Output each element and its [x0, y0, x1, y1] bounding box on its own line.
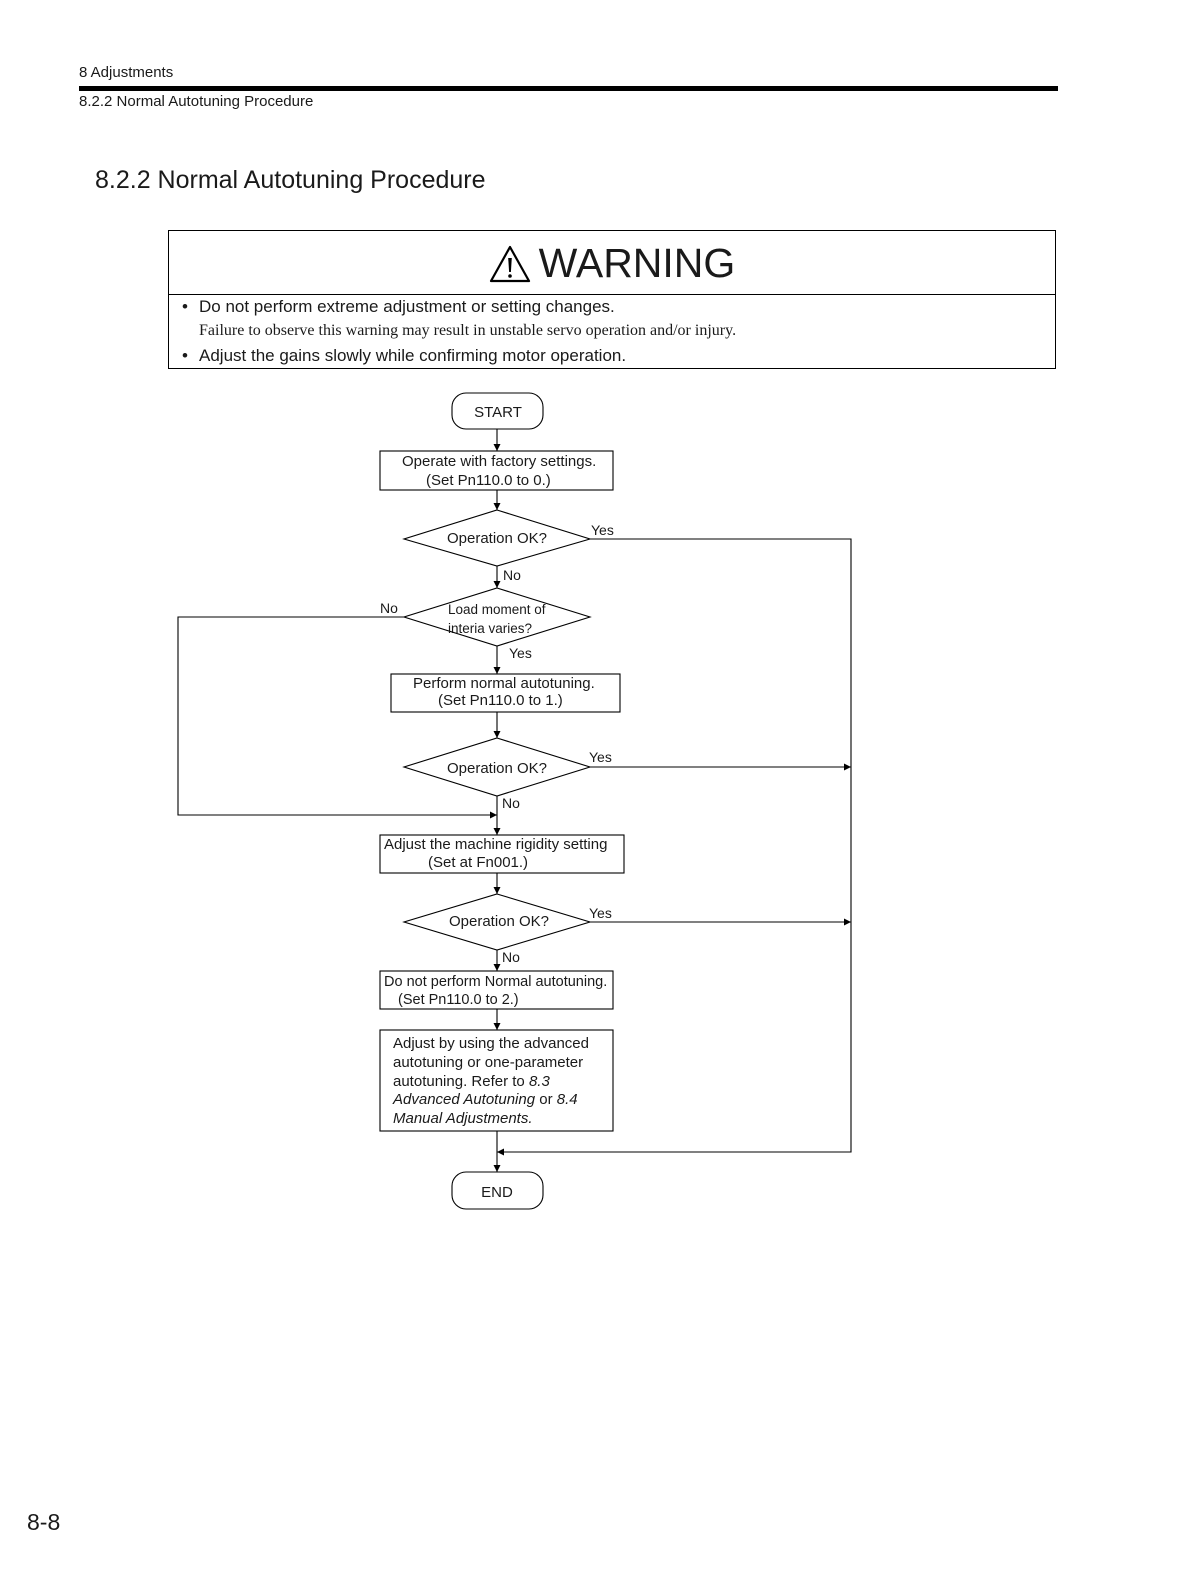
process-line: (Set Pn110.0 to 1.) — [438, 692, 563, 709]
decision-label: Operation OK? — [447, 760, 547, 777]
process-advanced-adjust: Adjust by using the advanced autotuning … — [379, 1029, 614, 1132]
decision-operation-ok-1: Operation OK? — [402, 509, 592, 567]
warning-title: WARNING — [538, 240, 736, 286]
process-machine-rigidity: Adjust the machine rigidity setting (Set… — [379, 834, 625, 874]
process-line: Adjust by using the advanced — [393, 1035, 589, 1052]
start-terminal: START — [451, 392, 544, 430]
process-line: Manual Adjustments. — [393, 1110, 533, 1127]
process-line: (Set Pn110.0 to 2.) — [398, 992, 519, 1008]
warning-item: •Do not perform extreme adjustment or se… — [182, 297, 615, 316]
yes-label: Yes — [589, 749, 612, 765]
yes-label: Yes — [589, 905, 612, 921]
decision-label: Load moment of — [448, 602, 546, 617]
process-line: (Set at Fn001.) — [428, 854, 528, 871]
process-line: autotuning or one-parameter — [393, 1054, 583, 1071]
warning-item-detail: Failure to observe this warning may resu… — [199, 322, 737, 339]
process-line: Advanced Autotuning or 8.4 — [392, 1091, 578, 1108]
decision-operation-ok-3: Operation OK? — [402, 893, 592, 951]
yes-label: Yes — [509, 645, 532, 661]
end-terminal: END — [451, 1171, 544, 1210]
page-number: 8-8 — [27, 1509, 61, 1535]
warning-item: •Adjust the gains slowly while confirmin… — [182, 346, 627, 365]
process-line: Adjust the machine rigidity setting — [384, 836, 607, 853]
no-label: No — [502, 949, 520, 965]
decision-operation-ok-2: Operation OK? — [402, 737, 592, 797]
no-label: No — [380, 600, 398, 616]
header-rule — [79, 86, 1058, 91]
no-label: No — [503, 567, 521, 583]
yes-label: Yes — [591, 522, 614, 538]
flow-connectors — [177, 429, 852, 1172]
process-line: (Set Pn110.0 to 0.) — [426, 472, 551, 489]
decision-load-moment: Load moment of interia varies? — [402, 587, 592, 647]
process-line: Do not perform Normal autotuning. — [384, 974, 607, 990]
end-label: END — [481, 1184, 513, 1201]
process-factory-settings: Operate with factory settings. (Set Pn11… — [379, 450, 614, 491]
process-line: autotuning. Refer to 8.3 — [393, 1073, 550, 1090]
process-line: Operate with factory settings. — [402, 453, 596, 470]
warning-header: WARNING — [169, 231, 1055, 295]
process-normal-autotuning: Perform normal autotuning. (Set Pn110.0 … — [390, 673, 621, 713]
decision-label: Operation OK? — [447, 530, 547, 547]
warning-triangle-icon — [489, 245, 530, 282]
process-disable-autotuning: Do not perform Normal autotuning. (Set P… — [379, 970, 614, 1010]
decision-label: interia varies? — [448, 621, 532, 636]
section-title: 8.2.2 Normal Autotuning Procedure — [95, 166, 486, 194]
warning-box: WARNING •Do not perform extreme adjustme… — [168, 230, 1056, 369]
decision-label: Operation OK? — [449, 913, 549, 930]
process-line: Perform normal autotuning. — [413, 675, 595, 692]
running-header-chapter: 8 Adjustments — [79, 64, 174, 81]
running-header-section: 8.2.2 Normal Autotuning Procedure — [79, 93, 314, 110]
no-label: No — [502, 795, 520, 811]
start-label: START — [474, 404, 522, 421]
